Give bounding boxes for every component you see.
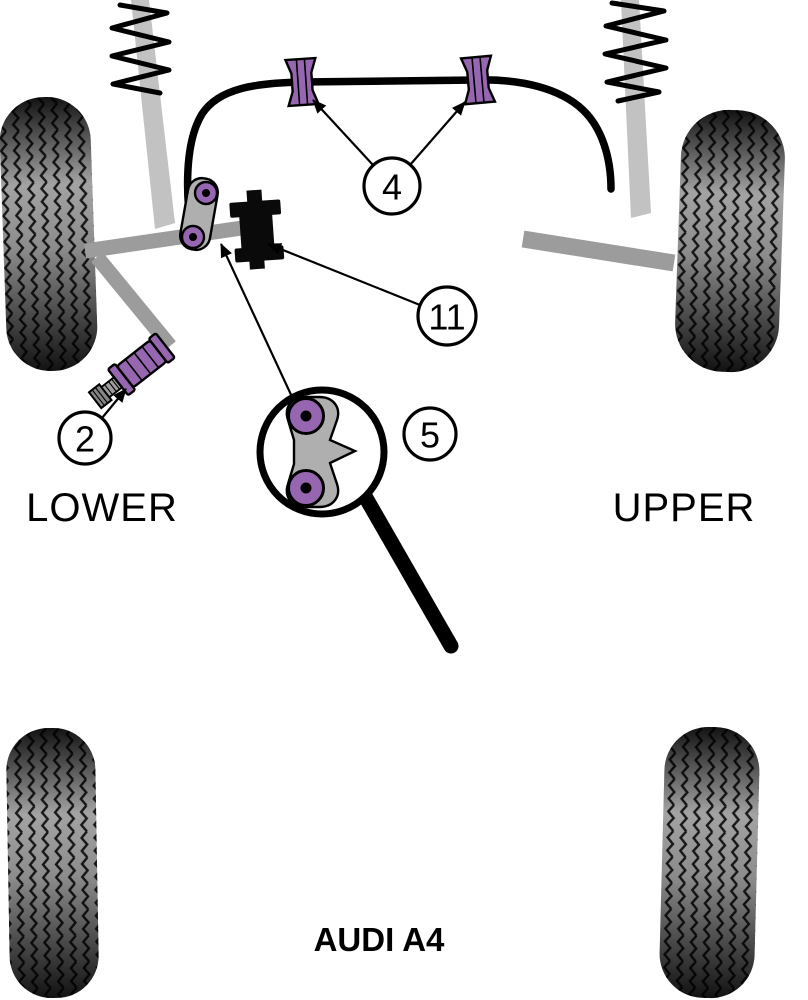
callout-11-number: 11 [428,297,465,338]
coil-spring-right [602,0,669,104]
tire-tread [675,109,785,373]
arb-bush-right [459,54,497,106]
callout-5-circle [402,406,458,462]
callout-11-circle [416,285,478,347]
strut-left [131,0,175,229]
callout-4-number: 4 [382,167,402,208]
tire-front-right [675,109,785,373]
tire-rear-right [659,726,760,999]
tire-tread [0,96,98,371]
tire-tread [659,726,760,999]
lower-arm-front [83,220,244,259]
bolt-head-facets [91,387,109,406]
coil-spring-left [109,2,172,96]
callout-2-arrow [101,388,127,419]
callout-4-arrow-left [312,99,374,166]
lower-arm-front-bush [87,332,176,410]
tire-front-left [0,96,98,371]
bush-ridges [124,345,160,382]
tire-tread [6,727,99,999]
callout-2-circle [57,410,113,466]
bush-flange-right [148,332,176,364]
tire-rear-left [6,727,99,999]
lower-arm-diagonal [91,252,176,351]
drop-link-bracket [178,176,220,252]
label-upper: UPPER [613,486,756,530]
callout-11: 11 [267,242,478,347]
callout-11-arrow [267,242,421,307]
caption-audi-a4: AUDI A4 [314,921,445,958]
magnifier-pointer-line [220,243,294,400]
bracket-bush-bottom-center [189,233,197,241]
label-lower: LOWER [26,486,178,530]
callout-4: 4 [312,99,466,216]
callout-4-circle [362,156,422,216]
magnified-bush-bottom-center [300,482,312,494]
upper-arm-right [521,230,676,272]
callout-2: 2 [57,388,127,466]
callout-5: 5 [402,406,458,462]
strut-right [621,0,651,218]
bracket-bush-top-center [202,189,210,197]
callout-5-number: 5 [420,415,440,456]
mount-part-11 [229,189,285,270]
magnifier-handle [358,490,459,654]
magnifier [256,386,459,654]
magnified-bush-top-center [300,410,312,422]
callout-4-arrow-right [409,101,466,166]
callout-2-number: 2 [75,419,95,460]
